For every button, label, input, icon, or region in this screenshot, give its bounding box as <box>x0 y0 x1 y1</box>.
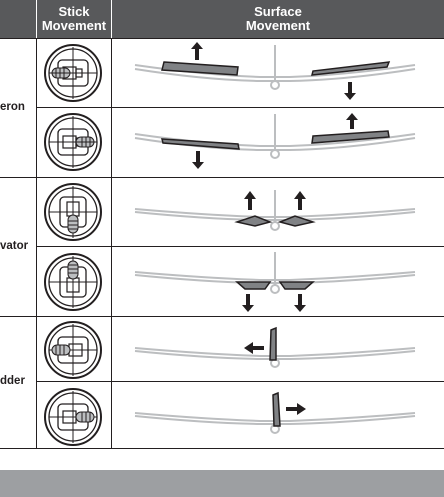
direction-arrow-icon <box>192 151 204 169</box>
section-gap <box>0 449 444 470</box>
row-label-rudder: dder <box>0 375 25 387</box>
aileron-right-surface <box>311 61 391 76</box>
grid-line <box>37 246 444 247</box>
stick-aileron-left <box>44 44 102 102</box>
aileron-left-surface <box>161 61 239 76</box>
stick-aileron-right <box>44 113 102 171</box>
grid-line <box>0 316 444 317</box>
stick-tip <box>67 260 79 280</box>
direction-arrow-icon <box>191 42 203 60</box>
rudder-surface <box>272 391 281 427</box>
stick-elevator-up <box>44 253 102 311</box>
stick-elevator-down <box>44 183 102 241</box>
grid-line <box>36 38 37 449</box>
row-label-aileron: eron <box>0 101 25 113</box>
elevator-right-surface <box>277 215 316 227</box>
header-surface-movement: Surface Movement <box>112 0 444 38</box>
rudder-surface <box>269 326 277 361</box>
grid-line <box>0 38 444 39</box>
grid-line <box>37 107 444 108</box>
elevator-left-surface <box>234 215 273 227</box>
plane-aileron-left <box>134 42 416 100</box>
direction-arrow-icon <box>344 82 356 100</box>
header-stick-movement: Stick Movement <box>37 0 111 38</box>
direction-arrow-icon <box>294 294 306 312</box>
elevator-right-surface <box>278 281 315 290</box>
next-section-bar <box>0 470 444 497</box>
direction-arrow-icon <box>244 342 264 354</box>
direction-arrow-icon <box>286 403 306 415</box>
row-label-elevator: vator <box>0 240 29 252</box>
aileron-left-surface <box>161 138 240 150</box>
plane-elevator-down <box>134 252 416 312</box>
plane-elevator-up <box>134 190 416 231</box>
glider-front-view-icon <box>134 252 416 294</box>
stick-tip <box>75 411 95 423</box>
header-spacer <box>0 0 36 38</box>
direction-arrow-icon <box>244 191 256 210</box>
direction-arrow-icon <box>242 294 254 312</box>
header-surface-label: Surface Movement <box>245 4 311 33</box>
stick-rudder-left <box>44 321 102 379</box>
grid-line <box>111 38 112 449</box>
stick-tip <box>67 214 79 234</box>
stick-tip <box>51 344 71 356</box>
direction-arrow-icon <box>294 191 306 210</box>
aileron-right-surface <box>311 130 390 144</box>
glider-front-view-icon <box>134 190 416 231</box>
plane-aileron-right <box>134 113 416 169</box>
plane-rudder-left <box>134 326 416 368</box>
grid-line <box>37 381 444 382</box>
direction-arrow-icon <box>346 113 358 129</box>
header-stick-label: Stick Movement <box>41 4 107 33</box>
plane-rudder-right <box>134 391 416 434</box>
grid-line <box>0 448 444 449</box>
elevator-left-surface <box>235 281 272 290</box>
stick-rudder-right <box>44 388 102 446</box>
grid-line <box>0 177 444 178</box>
